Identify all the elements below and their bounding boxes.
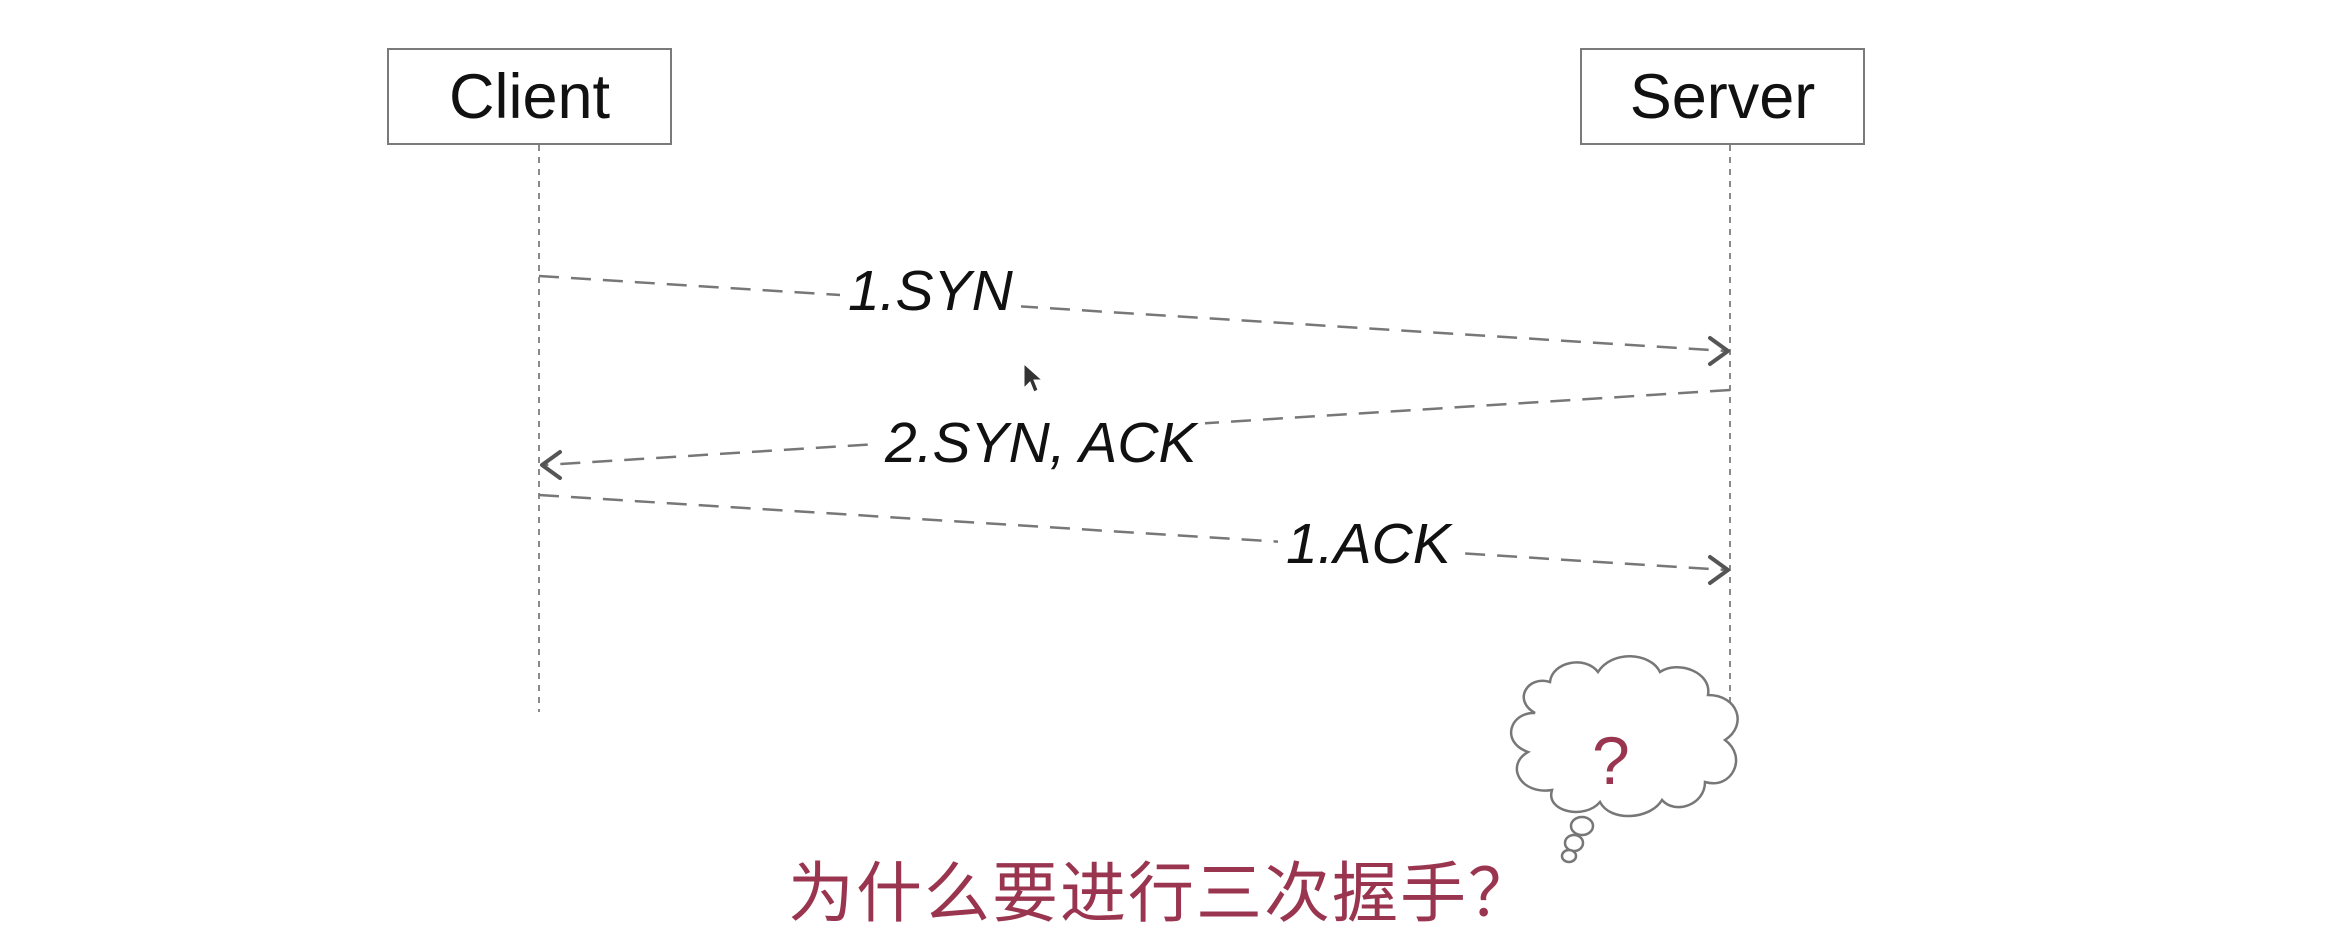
message-label-2: 2.SYN, ACK [877,410,1205,476]
server-label: Server [1629,61,1816,132]
server-actor-box: Server [1580,48,1865,145]
message-arrow-3 [538,493,1730,585]
message-arrow-1 [538,274,1730,366]
client-actor-box: Client [387,48,672,145]
message-label-1: 1.SYN [840,258,1021,324]
message-label-3: 1.ACK [1278,511,1459,577]
mouse-cursor-icon [1023,362,1044,393]
thought-cloud-icon [1509,655,1739,864]
question-mark: ? [1592,723,1630,799]
client-label: Client [448,61,611,132]
caption: 为什么要进行三次握手？ [788,855,1536,932]
